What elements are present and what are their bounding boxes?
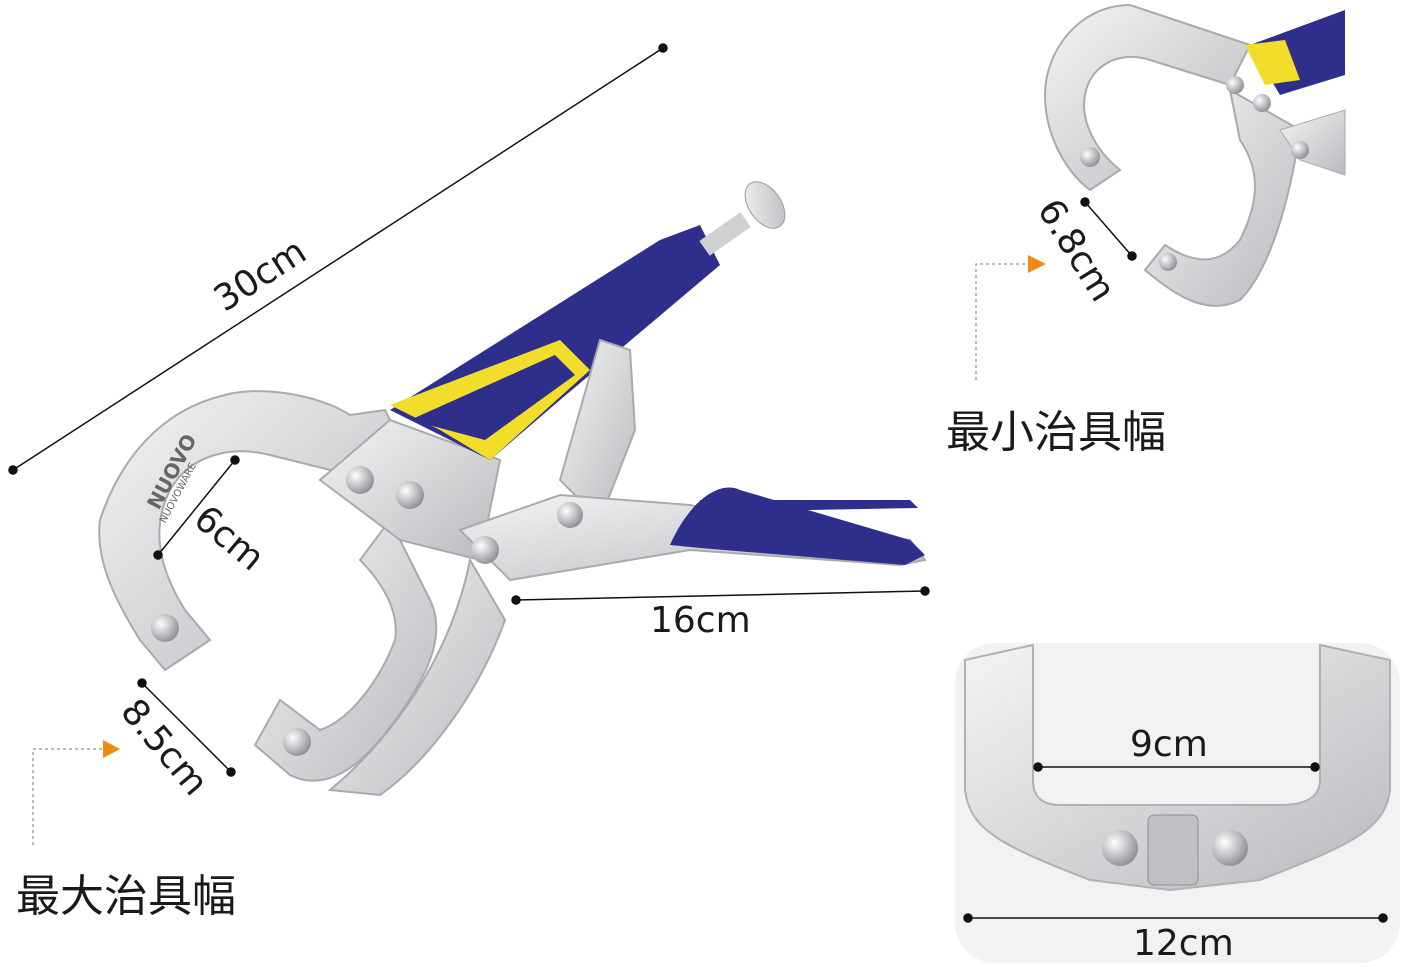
c-clamp-image <box>98 181 927 797</box>
upper-jaw <box>98 390 402 672</box>
lower-jaw <box>253 518 438 782</box>
handle-length-label: 16cm <box>650 600 751 641</box>
inner-width-label: 9cm <box>1130 724 1208 765</box>
arrow-icon <box>32 255 1046 845</box>
min-opening-clamp-image <box>1043 3 1346 307</box>
adjust-screw <box>744 181 786 229</box>
outer-width-label: 12cm <box>1133 923 1234 964</box>
max-capacity-caption: 最大治具幅 <box>16 871 236 922</box>
jaw-detail-inset <box>955 643 1400 963</box>
min-capacity-caption: 最小治具幅 <box>946 407 1166 458</box>
dimension-lines <box>8 43 1388 923</box>
